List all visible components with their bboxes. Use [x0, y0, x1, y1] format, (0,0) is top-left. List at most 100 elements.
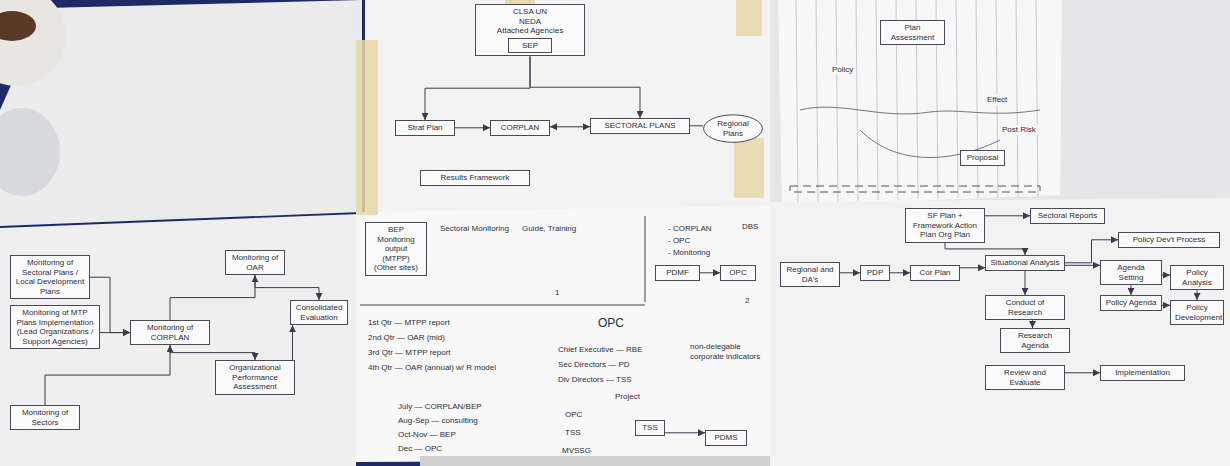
- node-text: Results Framework: [425, 173, 525, 183]
- note-text: July — CORPLAN/BEP: [398, 402, 482, 412]
- note-text: non-delegable corporate indicators: [690, 342, 765, 361]
- connector-arrow: [45, 345, 170, 405]
- connector-group: [45, 56, 1197, 432]
- node-text: Monitoring of OAR: [230, 253, 280, 272]
- process-box: Implementation: [1100, 365, 1185, 381]
- oval-node: Regional Plans: [703, 114, 763, 143]
- tape-strip: [736, 0, 762, 36]
- connector-arrow: [530, 56, 640, 118]
- plate: [0, 0, 66, 86]
- process-box: Sectoral Reports: [1030, 208, 1105, 224]
- node-text: Sectoral Reports: [1035, 211, 1100, 221]
- paper-sheet: [365, 0, 770, 212]
- process-box: Research Agenda: [1000, 328, 1070, 353]
- process-box: TSS: [635, 420, 665, 436]
- process-box: CLSA UNNEDAAttached AgenciesSEP: [475, 4, 585, 56]
- node-text: Organizational Performance Assessment: [220, 363, 290, 392]
- connector-arrow: [1065, 372, 1100, 373]
- food: [0, 11, 36, 41]
- note-text: Sec Directors — PD: [558, 360, 630, 370]
- process-box: Monitoring of OAR: [225, 250, 285, 275]
- connector-arrow: [840, 272, 860, 273]
- back-sheet: [768, 0, 1230, 466]
- node-text: CLSA UN: [480, 7, 580, 17]
- connector-arrow: [1131, 285, 1132, 295]
- process-box: Policy Agenda: [1100, 295, 1162, 311]
- tape-strip: [356, 40, 378, 215]
- connector-arrow: [985, 215, 1030, 216]
- note-text: 2: [745, 296, 749, 306]
- tape-strip: [734, 138, 764, 198]
- node-text: Attached Agencies: [480, 26, 580, 36]
- process-box: SF Plan + Framework Action Plan Org Plan: [905, 208, 985, 243]
- process-box: Monitoring of Sectors: [10, 405, 80, 430]
- note-text: OPC: [565, 410, 582, 420]
- connector-arrow: [1197, 290, 1198, 300]
- node-text: Policy Development: [1175, 303, 1219, 322]
- connector-arrow: [690, 125, 703, 126]
- process-box: PDMF: [655, 265, 700, 281]
- grid-line: [796, 0, 798, 204]
- node-text: OPC: [725, 268, 751, 278]
- grid-line: [836, 0, 838, 202]
- note-text: Div Directors — TSS: [558, 375, 632, 385]
- note-text: 3rd Qtr — MTPP report: [368, 348, 451, 358]
- connector-arrow: [945, 243, 1025, 255]
- process-box: Monitoring of Sectoral Plans / Local Dev…: [10, 255, 90, 299]
- connector-arrow: [700, 272, 720, 273]
- process-box: Cor Plan: [910, 265, 960, 281]
- node-text: Implementation: [1105, 368, 1180, 378]
- connector-arrow: [665, 432, 705, 433]
- node-text: Conduct of Research: [990, 298, 1060, 317]
- node-text: (MTPP): [370, 254, 422, 264]
- note-text: Sectoral Monitoring: [440, 224, 509, 234]
- paper-sheet: [0, 214, 360, 466]
- glass: [0, 108, 60, 196]
- paper-sheet: [356, 206, 770, 462]
- divider-line: [645, 216, 646, 302]
- note-text: Effect: [985, 95, 1009, 105]
- note-text: - OPC: [668, 236, 690, 246]
- perforation: [790, 186, 1040, 192]
- node-text: Monitoring of Sectors: [15, 408, 75, 427]
- node-text: PDMF: [660, 268, 695, 278]
- note-text: 2nd Qtr — OAR (mid): [368, 333, 445, 343]
- connector-arrow: [1032, 320, 1033, 328]
- note-text: Dec — OPC: [398, 444, 442, 454]
- note-text: TSS: [565, 428, 581, 438]
- node-text: TSS: [640, 423, 660, 433]
- process-box: Monitoring of CORPLAN: [130, 320, 210, 345]
- connector-arrow: [1025, 271, 1026, 295]
- process-box: Strat Plan: [395, 120, 455, 136]
- note-text: Guide, Training: [522, 224, 576, 234]
- note-text: Chief Executive — RBE: [558, 345, 642, 355]
- node-text: SECTORAL PLANS: [595, 121, 685, 131]
- process-box: Policy Dev't Process: [1118, 232, 1220, 248]
- process-box: Results Framework: [420, 170, 530, 186]
- process-box: Situational Analysis: [985, 255, 1065, 271]
- node-text: SF Plan + Framework Action Plan Org Plan: [910, 211, 980, 240]
- note-text: Project: [615, 392, 640, 402]
- connector-arrow: [170, 275, 255, 320]
- node-text: SEP: [513, 41, 547, 51]
- grid-line: [956, 0, 958, 198]
- connector-arrow: [550, 126, 590, 127]
- node-text: Monitoring of CORPLAN: [135, 323, 205, 342]
- node-text: Monitoring of MTP Plans Implementation (…: [15, 308, 95, 346]
- process-box: Agenda Setting: [1100, 260, 1162, 285]
- nested-box: SEP: [508, 38, 552, 54]
- process-box: Regional and DA's: [780, 262, 840, 287]
- note-text: MVSSG: [562, 446, 591, 456]
- grid-line: [1036, 0, 1038, 196]
- process-box: Review and Evaluate: [985, 365, 1065, 390]
- node-text: BEP: [370, 225, 422, 235]
- node-text: Policy Dev't Process: [1123, 235, 1215, 245]
- connector-arrow: [960, 267, 985, 268]
- process-box: SECTORAL PLANS: [590, 118, 690, 134]
- grid-paper: [778, 0, 1062, 206]
- process-box: Plan Assessment: [880, 20, 945, 45]
- connector-arrow: [170, 345, 255, 360]
- node-text: Policy Agenda: [1105, 298, 1157, 308]
